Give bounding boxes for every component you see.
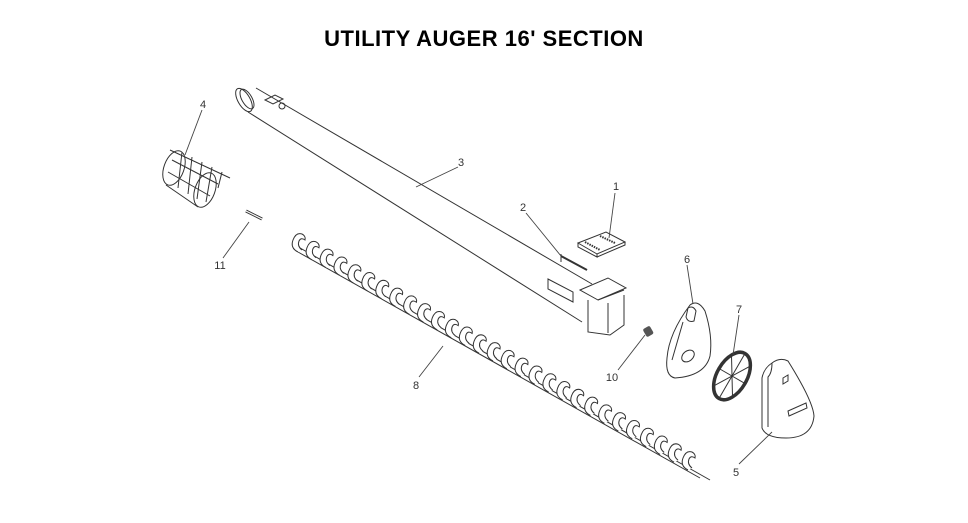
callout-6: 6 (684, 254, 694, 305)
auger-flight (319, 248, 334, 269)
callout-4-label: 4 (200, 99, 206, 111)
auger-flight (612, 412, 627, 432)
auger-flight (305, 240, 320, 261)
auger-flight (681, 451, 696, 471)
callout-7-label: 7 (736, 304, 742, 316)
auger-flight (361, 272, 376, 292)
callout-3-label: 3 (458, 157, 464, 169)
callout-4: 4 (184, 99, 206, 156)
auger-flight (472, 334, 487, 354)
auger-flight (653, 435, 668, 455)
part-rod (560, 254, 588, 271)
callout-6-label: 6 (684, 254, 690, 266)
auger-flight (584, 396, 599, 416)
auger-flight (458, 326, 473, 346)
callout-10: 10 (606, 334, 646, 384)
auger-flight (389, 287, 404, 307)
callout-1: 1 (608, 181, 619, 239)
auger-flight (667, 443, 682, 463)
auger-flight (291, 233, 306, 253)
callout-7: 7 (732, 304, 742, 356)
callout-5: 5 (733, 431, 773, 479)
callout-10-label: 10 (606, 372, 618, 384)
auger-flight (347, 264, 362, 284)
part-screen-cage (162, 149, 231, 208)
auger-flight (486, 342, 501, 362)
part-pulley (711, 350, 753, 402)
auger-flight (556, 381, 571, 401)
callout-5-label: 5 (733, 467, 739, 479)
auger-flight (598, 404, 613, 424)
callout-3: 3 (415, 157, 464, 188)
part-belt-cover (761, 358, 815, 439)
callout-11-label: 11 (214, 260, 225, 272)
callout-8-label: 8 (413, 380, 419, 392)
auger-flight (375, 279, 390, 300)
diagram-title: UTILITY AUGER 16' SECTION (324, 26, 644, 51)
part-pin (245, 209, 263, 221)
auger-flight (417, 303, 432, 323)
part-tube (235, 87, 628, 336)
auger-flight (430, 310, 445, 331)
auger-flight (639, 427, 654, 448)
auger-flight (542, 373, 557, 393)
part-nut (643, 326, 654, 337)
auger-flight (500, 349, 515, 370)
auger-flight (625, 419, 640, 440)
auger-flight (514, 357, 529, 378)
callout-8: 8 (413, 345, 444, 392)
auger-flight (333, 256, 348, 276)
part-auger-flighting (291, 233, 711, 481)
auger-flight (570, 388, 585, 409)
part-mount-plate (666, 302, 712, 379)
callout-2: 2 (520, 202, 562, 257)
part-guard-plate (576, 231, 627, 258)
callout-11: 11 (214, 221, 250, 272)
auger-flight (444, 318, 459, 339)
auger-flight (528, 365, 543, 385)
callout-1-label: 1 (613, 181, 619, 193)
auger-flight (403, 295, 418, 315)
callout-2-label: 2 (520, 202, 526, 214)
